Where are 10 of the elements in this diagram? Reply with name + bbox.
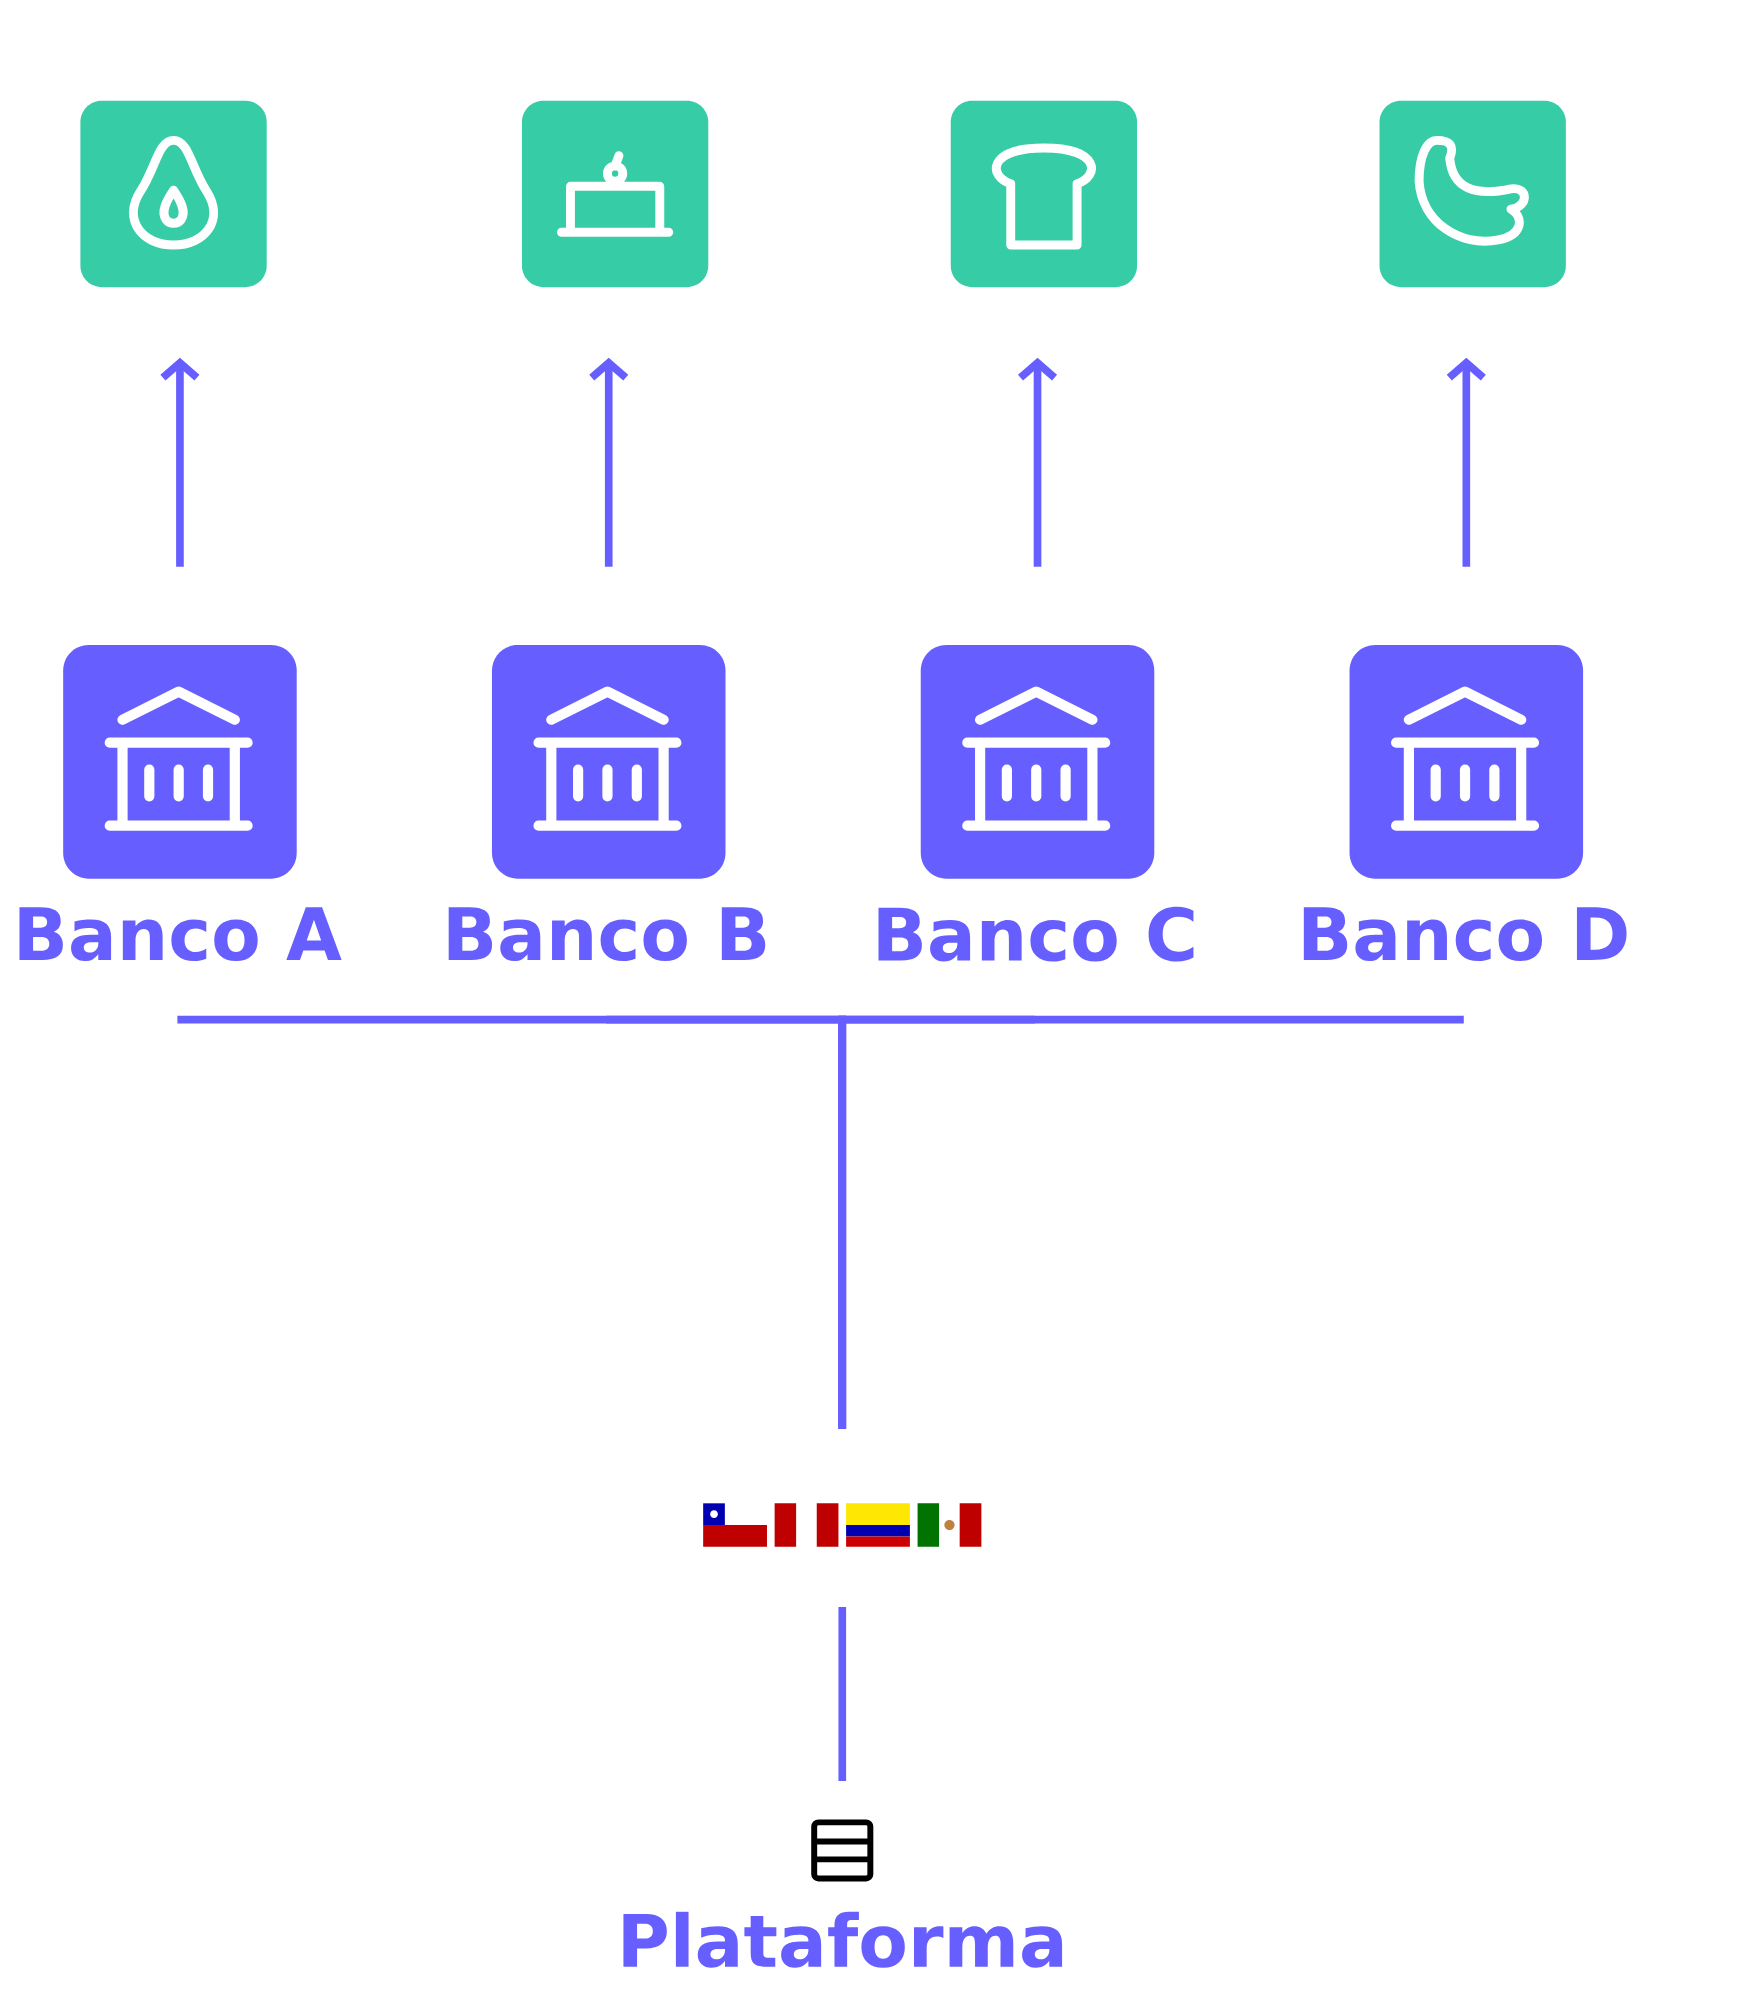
- icon-tile: [1379, 100, 1566, 288]
- bank-label: Banco B: [448, 907, 766, 962]
- icon-tile: [950, 100, 1138, 288]
- bank-label: Banco D: [1303, 907, 1627, 962]
- icon-tile: [522, 100, 709, 288]
- picture: [703, 1503, 982, 1547]
- bank-label: Banco C: [878, 906, 1194, 962]
- platform-label: Plataforma: [623, 1911, 1063, 1968]
- bank-label: Banco A: [19, 907, 342, 962]
- icon-tile: [80, 100, 267, 288]
